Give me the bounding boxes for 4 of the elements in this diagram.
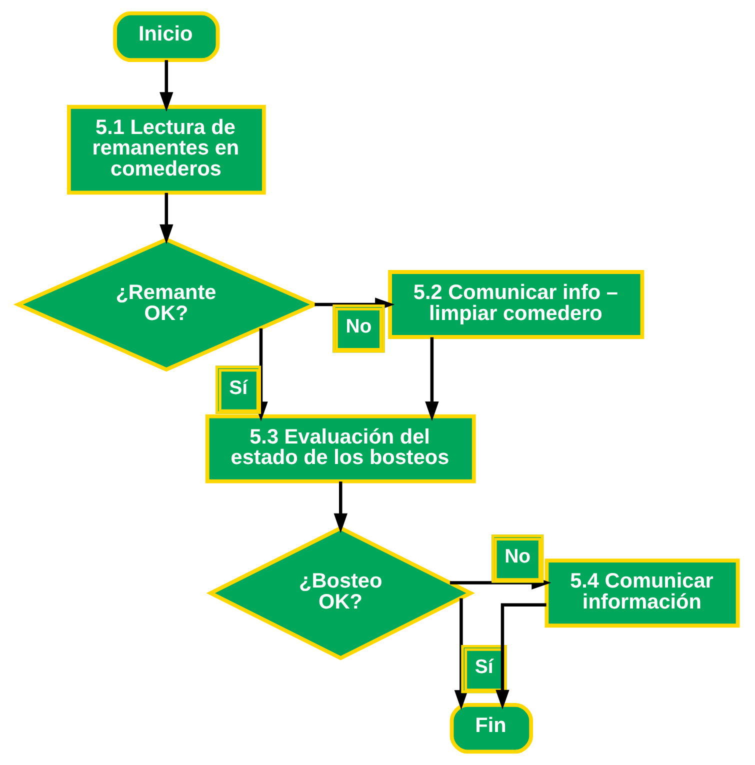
edge-label: No <box>345 315 372 338</box>
edge-label: No <box>504 546 530 568</box>
edge-label: Sí <box>474 656 493 678</box>
edge-label: Sí <box>228 376 248 399</box>
